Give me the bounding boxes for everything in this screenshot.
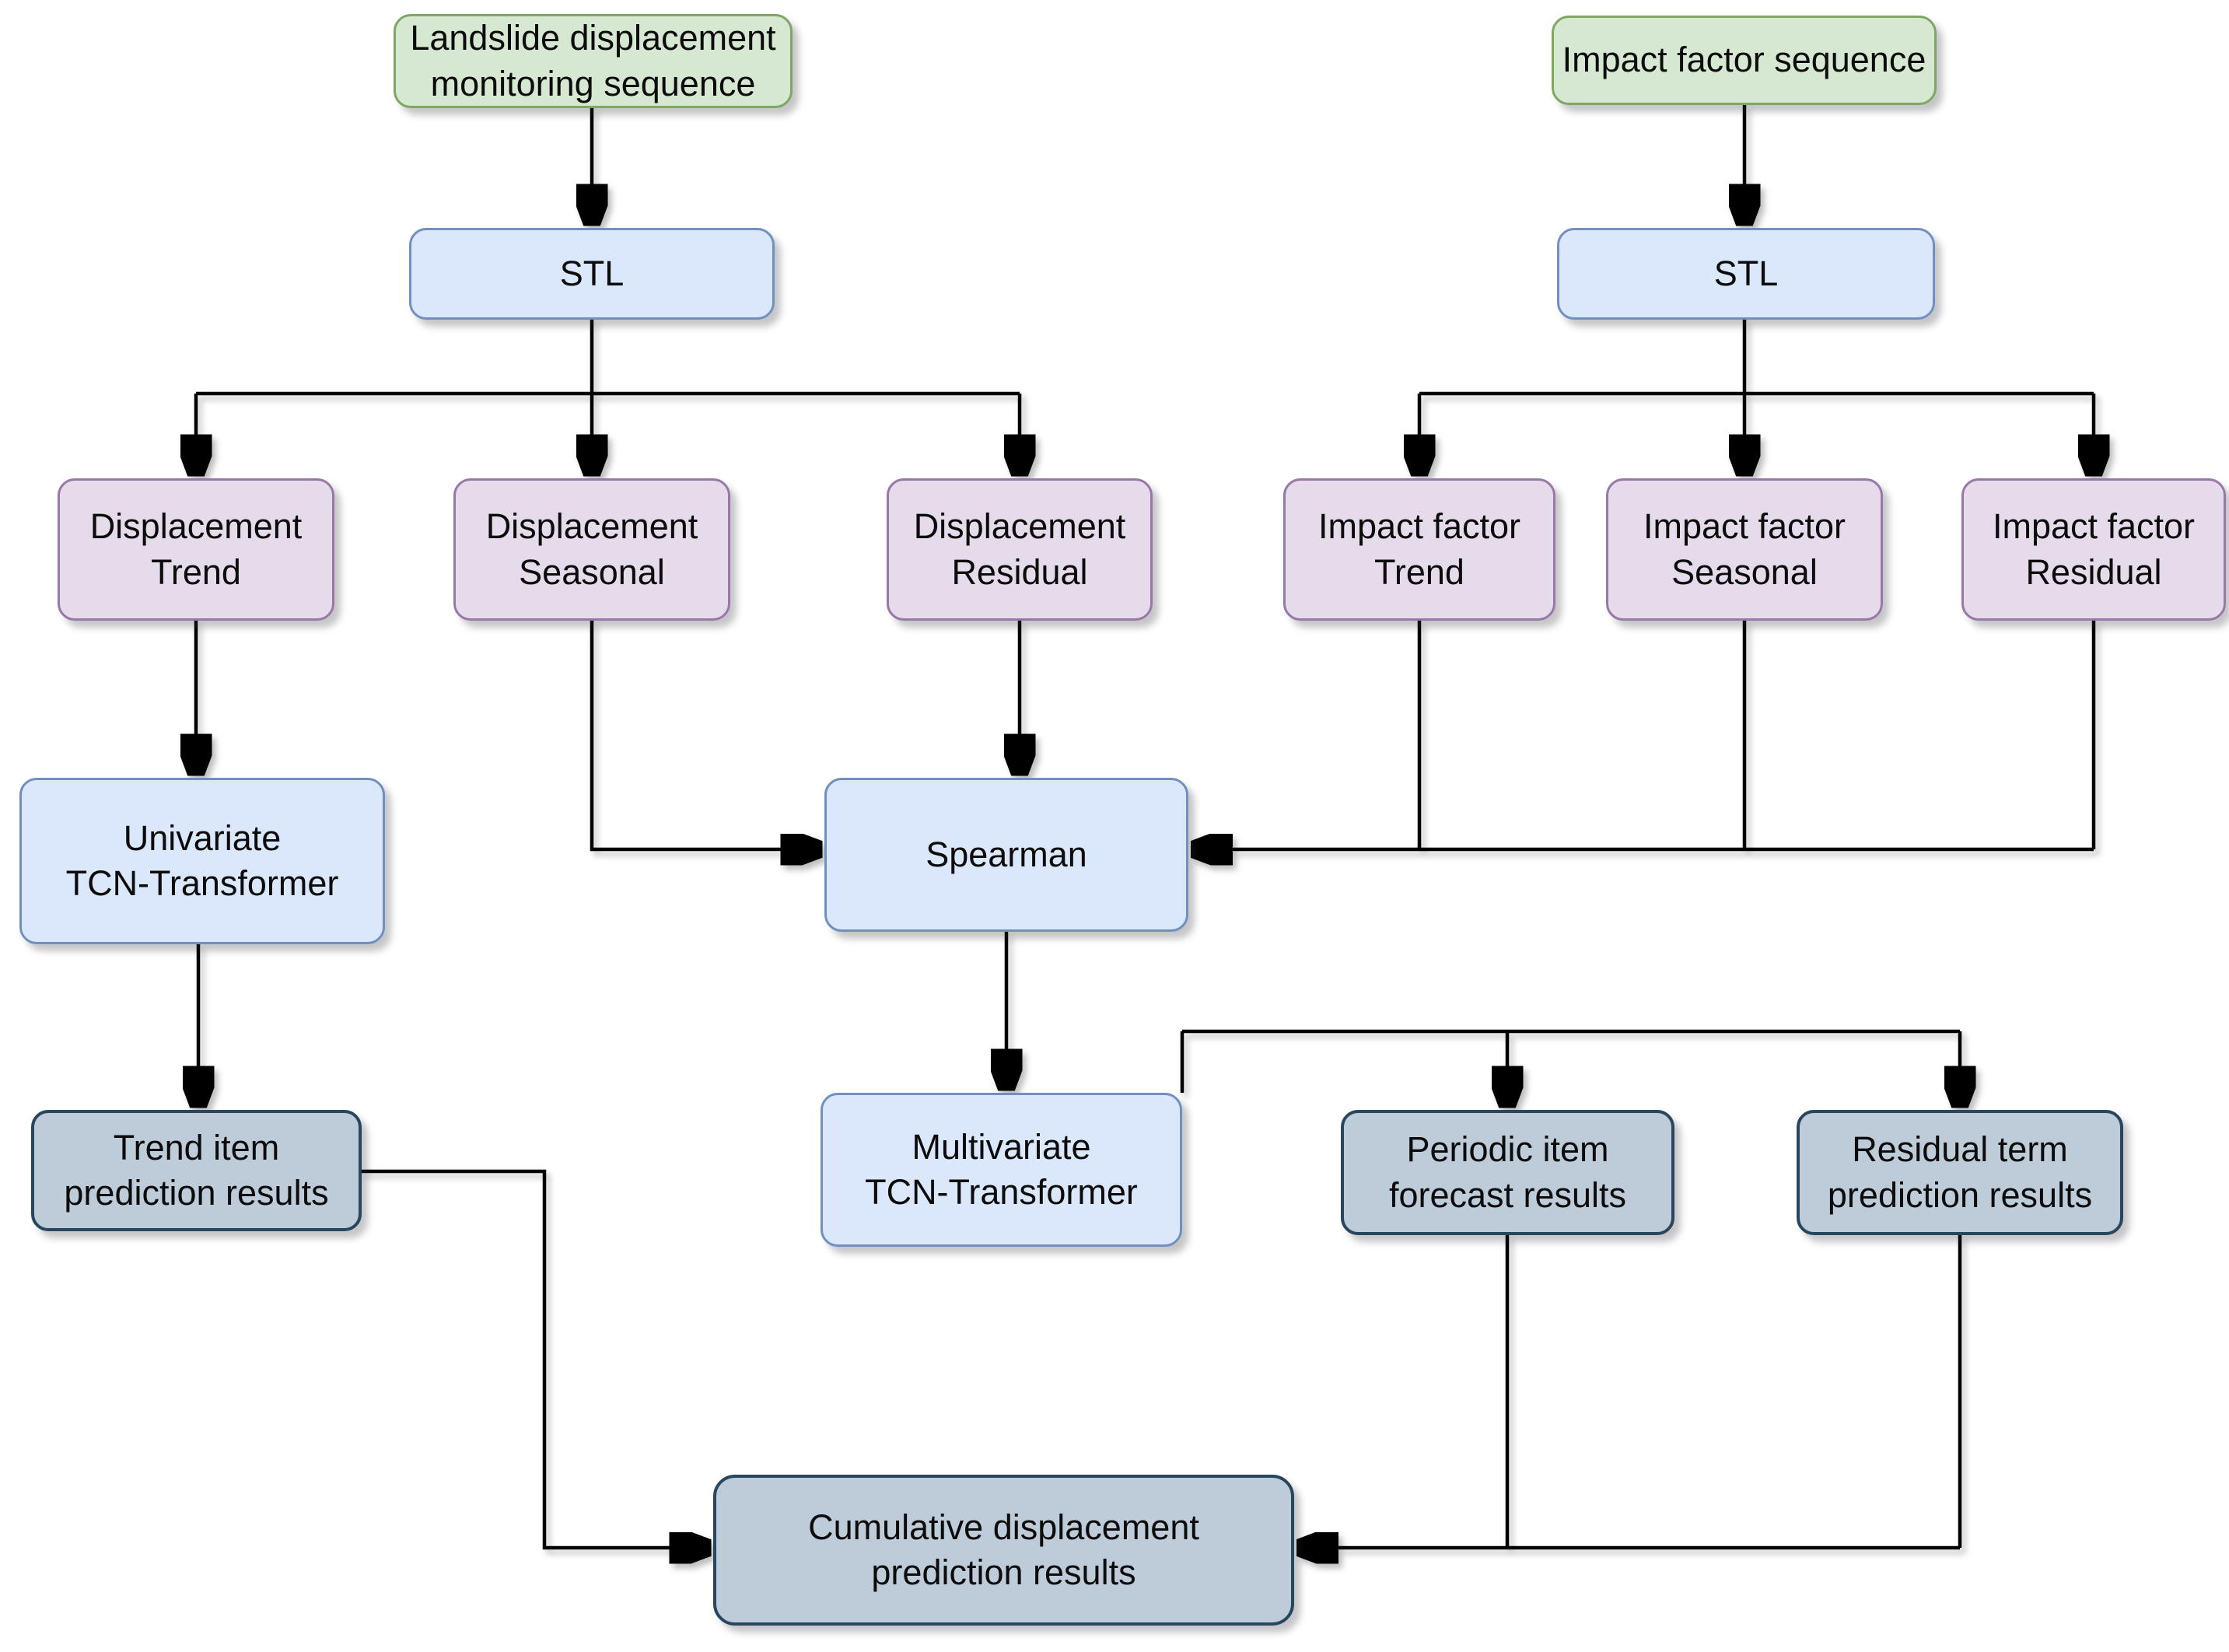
node-stl-left: STL xyxy=(409,228,775,320)
edge-trend-results-to-cumulative xyxy=(362,1169,709,1548)
node-residual-term-prediction-results: Residual term prediction results xyxy=(1797,1110,2123,1235)
node-stl-right: STL xyxy=(1557,228,1935,320)
node-label: Spearman xyxy=(926,834,1087,874)
node-label: Impact factor Seasonal xyxy=(1643,506,1846,592)
node-label: Trend item prediction results xyxy=(64,1127,329,1213)
node-multivariate-tcn-transformer: Multivariate TCN-Transformer xyxy=(821,1093,1182,1247)
node-spearman: Spearman xyxy=(824,778,1188,932)
node-label: Impact factor Trend xyxy=(1317,506,1521,592)
node-landslide-monitoring-sequence: Landslide displacement monitoring sequen… xyxy=(394,14,793,108)
node-label: Cumulative displacement prediction resul… xyxy=(808,1507,1199,1593)
node-periodic-item-forecast-results: Periodic item forecast results xyxy=(1341,1110,1674,1235)
edge-seasonal-to-spearman xyxy=(590,621,821,849)
node-impact-factor-trend: Impact factor Trend xyxy=(1283,478,1555,621)
node-label: STL xyxy=(1713,253,1779,293)
node-label: Multivariate TCN-Transformer xyxy=(865,1126,1138,1213)
node-univariate-tcn-transformer: Univariate TCN-Transformer xyxy=(19,778,385,944)
node-label: Displacement Trend xyxy=(89,506,303,592)
node-label: Landslide displacement monitoring sequen… xyxy=(410,18,776,103)
node-trend-item-prediction-results: Trend item prediction results xyxy=(31,1110,362,1231)
node-label: STL xyxy=(559,253,625,293)
node-impact-factor-sequence: Impact factor sequence xyxy=(1552,16,1937,105)
node-label: Displacement Seasonal xyxy=(485,506,698,592)
node-label: Displacement Residual xyxy=(913,506,1126,592)
node-label: Periodic item forecast results xyxy=(1388,1129,1627,1215)
node-label: Univariate TCN-Transformer xyxy=(65,817,339,904)
node-displacement-seasonal: Displacement Seasonal xyxy=(453,478,730,621)
node-label: Impact factor sequence xyxy=(1562,40,1926,80)
node-displacement-trend: Displacement Trend xyxy=(58,478,334,621)
node-label: Residual term prediction results xyxy=(1827,1129,2093,1215)
node-impact-factor-residual: Impact factor Residual xyxy=(1961,478,2226,621)
node-impact-factor-seasonal: Impact factor Seasonal xyxy=(1606,478,1883,621)
node-cumulative-displacement-prediction-results: Cumulative displacement prediction resul… xyxy=(713,1475,1294,1626)
node-displacement-residual: Displacement Residual xyxy=(887,478,1153,621)
node-label: Impact factor Residual xyxy=(1992,506,2196,592)
